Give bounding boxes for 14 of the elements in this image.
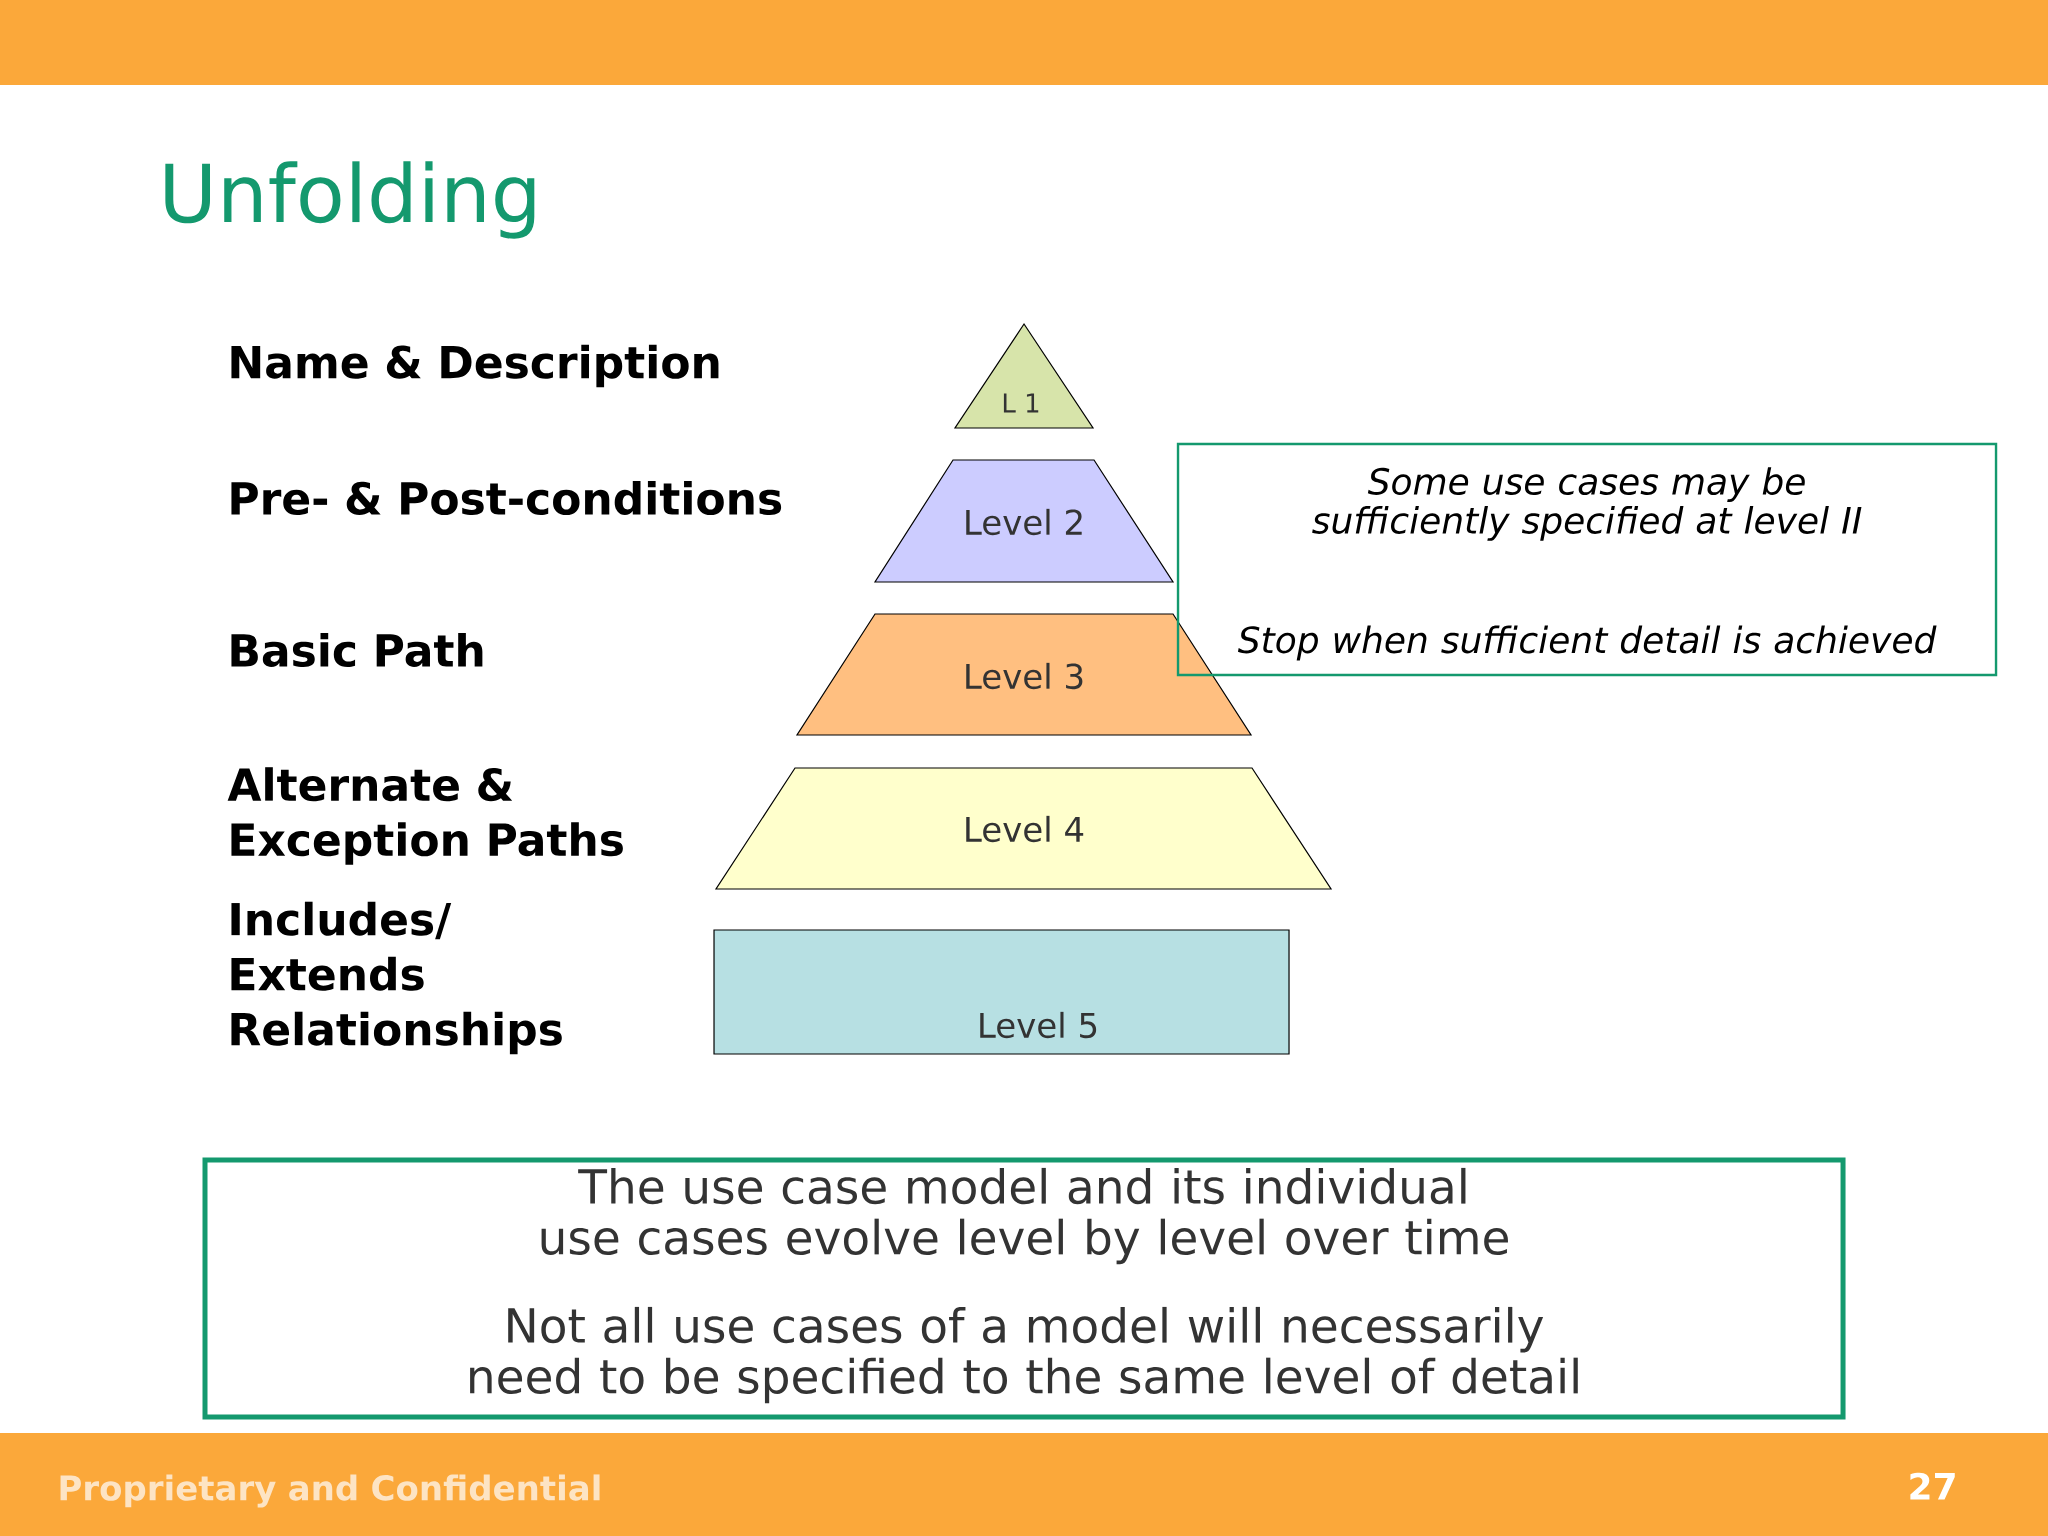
note-box xyxy=(202,1157,1846,1420)
slide-title: Unfolding xyxy=(165,161,535,239)
level-label: Basic Path xyxy=(231,632,483,668)
note-box xyxy=(1176,442,1998,677)
footer-text: Proprietary and Confidential xyxy=(60,1474,600,1508)
level-label: Pre- & Post-conditions xyxy=(231,480,782,516)
level-box: Level 5 xyxy=(713,929,1290,1055)
note-text: Some use cases may be sufficiently specified at level II xyxy=(1312,467,1862,541)
level-label: Includes/ Extends Relationships xyxy=(231,901,562,1055)
note-text: Not all use cases of a model will necessarily need to be specified to the same level of detail xyxy=(470,1306,1578,1404)
level-label: Name & Description xyxy=(231,344,719,388)
level-label: Alternate & Exception Paths xyxy=(227,767,623,865)
page-number: 27 xyxy=(1910,1472,1955,1500)
note-text: The use case model and its individual use cases evolve level by level over time xyxy=(541,1167,1508,1265)
